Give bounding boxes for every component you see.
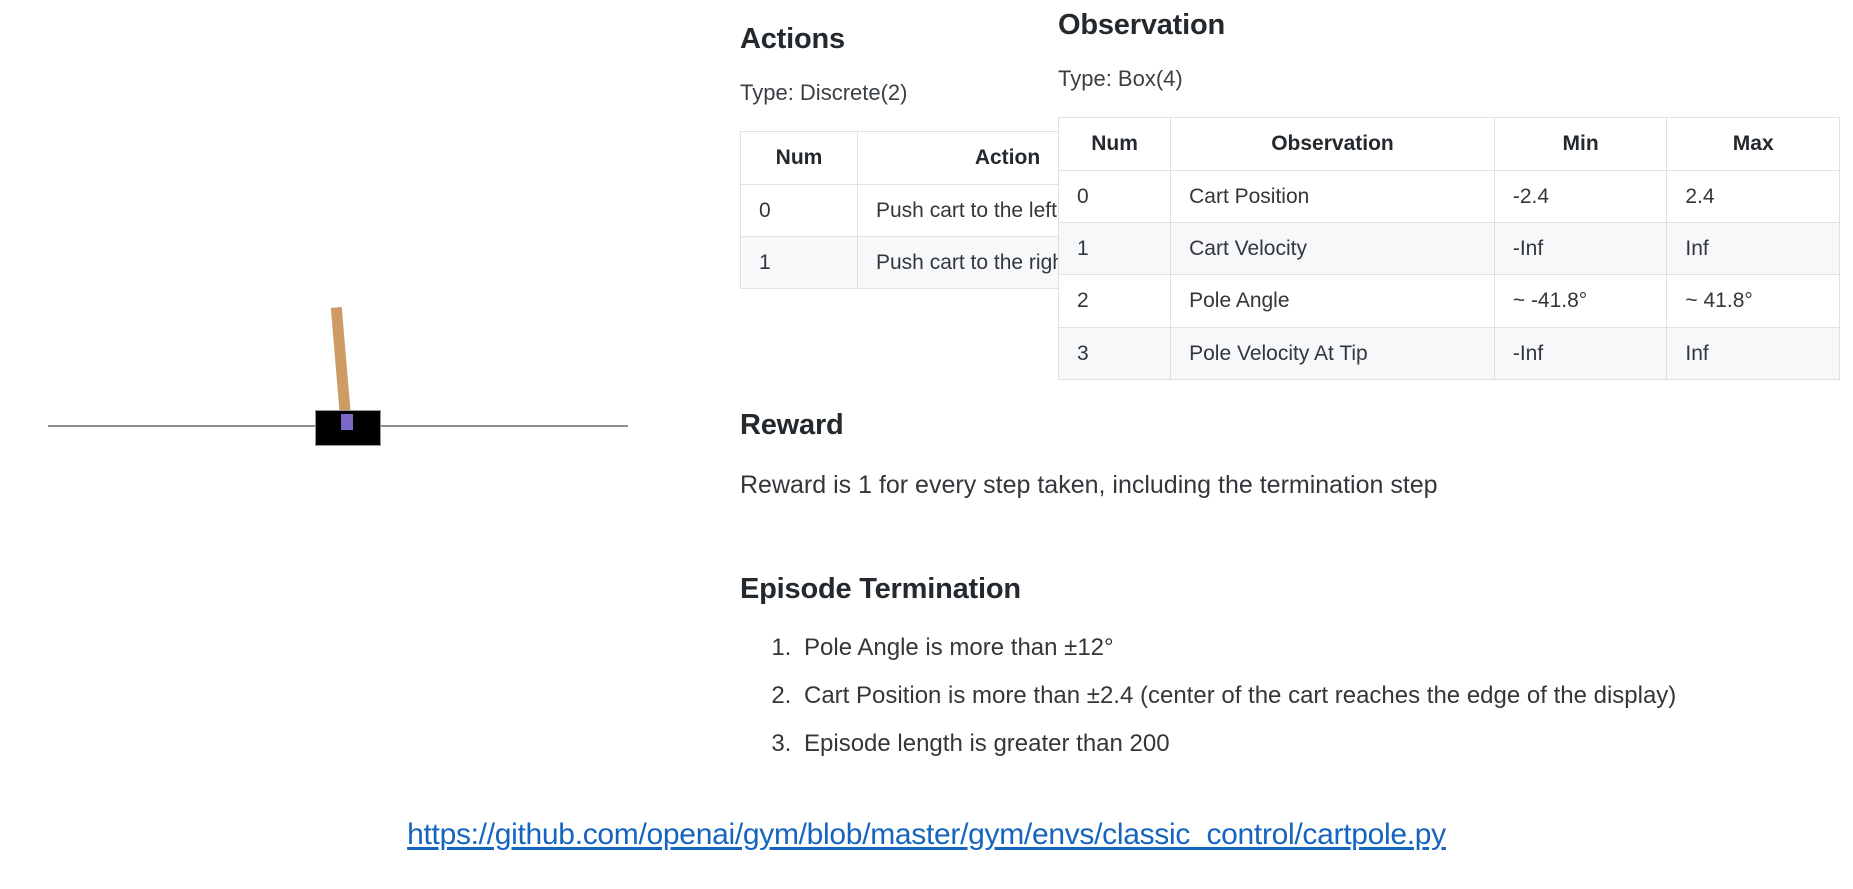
table-row: 2 Pole Angle ~ -41.8° ~ 41.8° xyxy=(1057,274,1840,328)
cell-max: ~ 41.8° xyxy=(1666,274,1840,328)
reward-description: Reward is 1 for every step taken, includ… xyxy=(740,470,1438,499)
observation-type-line: Type: Box(4) xyxy=(1058,65,1183,91)
cell-max: Inf xyxy=(1666,326,1840,380)
cartpole-simulation-panel xyxy=(0,0,740,800)
episode-termination-section: Episode Termination Pole Angle is more t… xyxy=(740,572,1853,777)
list-item: Pole Angle is more than ±12° xyxy=(798,633,1853,663)
cell-max: Inf xyxy=(1666,221,1840,276)
actions-type-line: Type: Discrete(2) xyxy=(740,79,908,105)
cell-num: 1 xyxy=(740,235,858,290)
cell-num: 0 xyxy=(1057,169,1172,223)
column-header-max: Max xyxy=(1666,117,1840,171)
cell-min: -2.4 xyxy=(1493,169,1668,223)
column-header-num: Num xyxy=(1057,117,1172,171)
cell-observation: Pole Velocity At Tip xyxy=(1170,326,1495,380)
table-row: 3 Pole Velocity At Tip -Inf Inf xyxy=(1057,326,1840,380)
observation-table: Num Observation Min Max 0 Cart Position … xyxy=(1057,117,1840,380)
observation-section: Observation Type: Box(4) Num Observation… xyxy=(1057,8,1853,380)
table-header-row: Num Action xyxy=(740,131,1158,185)
cell-num: 3 xyxy=(1057,326,1172,380)
table-row: 1 Cart Velocity -Inf Inf xyxy=(1057,221,1840,276)
cell-min: -Inf xyxy=(1493,221,1668,276)
cell-min: -Inf xyxy=(1493,326,1668,380)
episode-termination-heading: Episode Termination xyxy=(740,573,1021,605)
cell-num: 0 xyxy=(740,183,858,237)
column-header-observation: Observation xyxy=(1170,117,1495,171)
cell-min: ~ -41.8° xyxy=(1493,274,1668,328)
cell-num: 2 xyxy=(1057,274,1172,328)
source-url-link[interactable]: https://github.com/openai/gym/blob/maste… xyxy=(407,818,1446,851)
column-header-min: Min xyxy=(1493,117,1668,171)
cell-observation: Cart Position xyxy=(1170,169,1495,223)
cell-num: 1 xyxy=(1057,221,1172,276)
termination-condition-list: Pole Angle is more than ±12° Cart Positi… xyxy=(740,633,1853,759)
observation-heading: Observation xyxy=(1058,9,1226,41)
reward-section: Reward Reward is 1 for every step taken,… xyxy=(740,408,1853,503)
list-item: Episode length is greater than 200 xyxy=(798,729,1853,759)
cell-observation: Pole Angle xyxy=(1170,274,1495,328)
table-header-row: Num Observation Min Max xyxy=(1057,117,1840,171)
column-header-num: Num xyxy=(740,131,858,185)
cell-observation: Cart Velocity xyxy=(1170,221,1495,276)
cell-max: 2.4 xyxy=(1666,169,1840,223)
source-link-row: https://github.com/openai/gym/blob/maste… xyxy=(0,818,1853,852)
documentation-panel: Actions Type: Discrete(2) Num Action 0 P… xyxy=(740,0,1853,800)
axle xyxy=(341,414,353,430)
list-item: Cart Position is more than ±2.4 (center … xyxy=(798,681,1853,711)
actions-heading: Actions xyxy=(740,23,845,55)
table-row: 0 Cart Position -2.4 2.4 xyxy=(1057,169,1840,223)
reward-heading: Reward xyxy=(740,409,844,441)
